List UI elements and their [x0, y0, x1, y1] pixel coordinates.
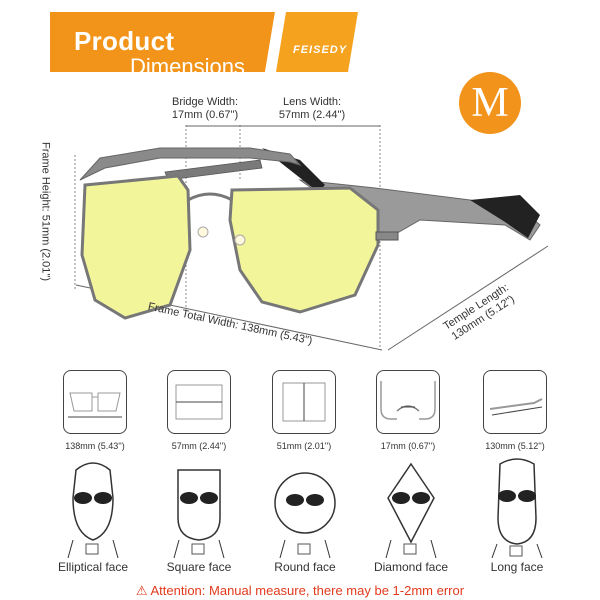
banner-title: Product [74, 26, 175, 56]
face-caption: Round face [274, 560, 336, 574]
thumb-caption: 57mm (2.44'') [171, 441, 227, 451]
elliptical-face-icon [67, 462, 119, 558]
bridge-width-title: Bridge Width: [171, 96, 239, 108]
size-badge: M [459, 72, 521, 134]
banner-shape [50, 12, 358, 72]
lens-icon [175, 384, 223, 420]
lens-height-icon [282, 382, 326, 422]
dimension-arrows [75, 125, 549, 351]
thumb-caption: 17mm (0.67'') [380, 441, 436, 451]
thumb-frame-width [63, 370, 127, 434]
face-caption: Elliptical face [57, 560, 129, 574]
bridge-width-label: Bridge Width: 17mm (0.67") [160, 96, 250, 122]
lens-width-label: Lens Width: 57mm (2.44") [262, 96, 362, 122]
square-face-icon [173, 469, 225, 558]
temple-icon [489, 398, 543, 416]
thumb-caption: 51mm (2.01'') [276, 441, 332, 451]
face-caption: Square face [166, 560, 232, 574]
header-banner: Product Dimensions FEISEDY [50, 12, 360, 79]
thumb-frame-height [272, 370, 336, 434]
thumb-bridge-width [376, 370, 440, 434]
face-caption: Diamond face [373, 560, 449, 574]
bridge-icon [380, 381, 436, 420]
glasses-illustration [74, 125, 549, 351]
lens-width-title: Lens Width: [282, 96, 342, 108]
lens-width-value: 57mm (2.44") [278, 109, 346, 121]
diamond-face-icon [385, 462, 437, 558]
thumb-caption: 130mm (5.12'') [485, 441, 545, 451]
glasses-front-icon [68, 392, 122, 418]
frame-height-label: Frame Height: 51mm (2.01") [39, 141, 52, 281]
long-face-icon [491, 458, 543, 558]
round-face-icon [274, 472, 336, 558]
bridge-width-value: 17mm (0.67") [171, 109, 239, 121]
thumb-lens-width [167, 370, 231, 434]
brand-logo: FEISEDY [293, 44, 348, 56]
banner-subtitle: Dimensions [130, 54, 245, 79]
thumb-temple-length [483, 370, 547, 434]
attention-note: ⚠ Attention: Manual measure, there may b… [135, 583, 465, 598]
face-caption: Long face [490, 560, 544, 574]
thumb-caption: 138mm (5.43'') [65, 441, 125, 451]
